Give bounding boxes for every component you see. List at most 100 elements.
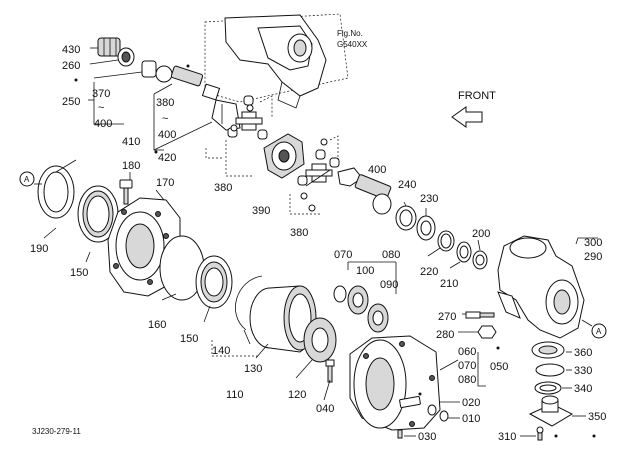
label-010: 010 bbox=[462, 413, 480, 425]
nut-280 bbox=[477, 325, 497, 339]
label-110: 110 bbox=[226, 389, 244, 401]
gear-120 bbox=[303, 317, 337, 363]
label-380-b: 380 bbox=[214, 182, 232, 194]
label-150-b: 150 bbox=[180, 333, 198, 345]
label-350: 350 bbox=[588, 411, 606, 423]
label-300: 300 bbox=[584, 237, 602, 249]
label-280: 280 bbox=[436, 329, 454, 341]
final-case-050 bbox=[349, 335, 441, 431]
sleeve bbox=[141, 60, 173, 83]
svg-text:A: A bbox=[596, 327, 602, 336]
label-220: 220 bbox=[420, 266, 438, 278]
label-410: 410 bbox=[122, 136, 140, 148]
bolt-180 bbox=[119, 179, 133, 205]
spider-380-top bbox=[227, 95, 268, 140]
label-060: 060 bbox=[458, 346, 476, 358]
part-labels: 430 260 250 370 ~ 400 380 ~ 400 420 410 … bbox=[30, 44, 606, 443]
planet-gear-100 bbox=[347, 285, 369, 315]
label-030: 030 bbox=[418, 431, 436, 443]
front-arrow-icon bbox=[451, 106, 483, 128]
tilde-1: ~ bbox=[98, 102, 104, 114]
seal-230 bbox=[416, 215, 436, 241]
label-090: 090 bbox=[380, 279, 398, 291]
planet-washer-070 bbox=[333, 285, 347, 303]
label-400-c: 400 bbox=[368, 164, 386, 176]
label-040: 040 bbox=[316, 403, 334, 415]
bushing-260 bbox=[117, 47, 135, 67]
coupling-390 bbox=[263, 133, 305, 179]
label-070-b: 070 bbox=[458, 360, 476, 372]
ring-340 bbox=[534, 381, 562, 395]
label-270: 270 bbox=[438, 311, 456, 323]
ring-210 bbox=[456, 241, 472, 263]
axle-housing bbox=[204, 13, 349, 109]
steering-knuckle-290 bbox=[497, 235, 585, 339]
front-label: FRONT bbox=[458, 90, 496, 102]
label-250: 250 bbox=[62, 96, 80, 108]
fig-no-value: G540XX bbox=[337, 40, 368, 49]
label-400-a: 400 bbox=[94, 118, 112, 130]
label-100: 100 bbox=[356, 265, 374, 277]
label-120: 120 bbox=[288, 389, 306, 401]
svg-text:A: A bbox=[24, 175, 30, 184]
label-260: 260 bbox=[62, 60, 80, 72]
yoke-410 bbox=[211, 99, 241, 131]
label-140: 140 bbox=[212, 345, 230, 357]
bolt-310 bbox=[536, 426, 544, 441]
bolt-040 bbox=[325, 359, 335, 383]
callout-a-left: A bbox=[19, 171, 35, 187]
seal-330 bbox=[535, 363, 565, 377]
label-340: 340 bbox=[574, 383, 592, 395]
label-020: 020 bbox=[462, 397, 480, 409]
leader-lines bbox=[34, 47, 593, 437]
seal-240 bbox=[395, 205, 417, 231]
seal-360 bbox=[531, 341, 565, 359]
bearing-150-right bbox=[195, 255, 233, 309]
label-430: 430 bbox=[62, 44, 80, 56]
label-150-a: 150 bbox=[70, 267, 88, 279]
ring-200 bbox=[472, 250, 488, 270]
label-130: 130 bbox=[244, 363, 262, 375]
spider-380-lower bbox=[297, 138, 340, 212]
label-210: 210 bbox=[440, 278, 458, 290]
label-170: 170 bbox=[156, 177, 174, 189]
callout-a-right: A bbox=[591, 323, 607, 339]
label-330: 330 bbox=[574, 365, 592, 377]
label-400-b: 400 bbox=[158, 129, 176, 141]
label-380-a: 380 bbox=[156, 97, 174, 109]
label-050: 050 bbox=[490, 361, 508, 373]
label-200: 200 bbox=[472, 228, 490, 240]
label-310: 310 bbox=[498, 431, 516, 443]
label-070-a: 070 bbox=[334, 249, 352, 261]
label-080-b: 080 bbox=[458, 374, 476, 386]
shaft-370 bbox=[170, 65, 221, 101]
label-290: 290 bbox=[584, 251, 602, 263]
label-370: 370 bbox=[92, 88, 110, 100]
ring-gear-130 bbox=[249, 285, 317, 353]
bolt-270 bbox=[465, 311, 495, 319]
bolt-030 bbox=[397, 429, 403, 439]
flange-350 bbox=[528, 395, 574, 427]
label-180: 180 bbox=[122, 160, 140, 172]
label-160: 160 bbox=[148, 319, 166, 331]
label-080-a: 080 bbox=[382, 249, 400, 261]
label-420: 420 bbox=[158, 152, 176, 164]
oil-seal-190 bbox=[37, 165, 75, 219]
planet-gear-090 bbox=[367, 303, 389, 333]
label-380-c: 380 bbox=[290, 227, 308, 239]
label-190: 190 bbox=[30, 243, 48, 255]
washer-020 bbox=[427, 404, 437, 416]
plug-010 bbox=[439, 410, 449, 422]
label-240: 240 bbox=[398, 179, 416, 191]
catalog-code: 3J230-279-11 bbox=[32, 427, 81, 436]
label-230: 230 bbox=[420, 193, 438, 205]
snap-ring-140 bbox=[235, 275, 263, 331]
tilde-2: ~ bbox=[162, 113, 168, 125]
shaft-400 bbox=[337, 167, 392, 215]
label-390: 390 bbox=[252, 205, 270, 217]
marker-dots bbox=[74, 64, 596, 438]
ring-220 bbox=[437, 230, 455, 252]
bearing-430 bbox=[97, 37, 121, 57]
fig-no-label: Fig.No. bbox=[337, 29, 363, 38]
